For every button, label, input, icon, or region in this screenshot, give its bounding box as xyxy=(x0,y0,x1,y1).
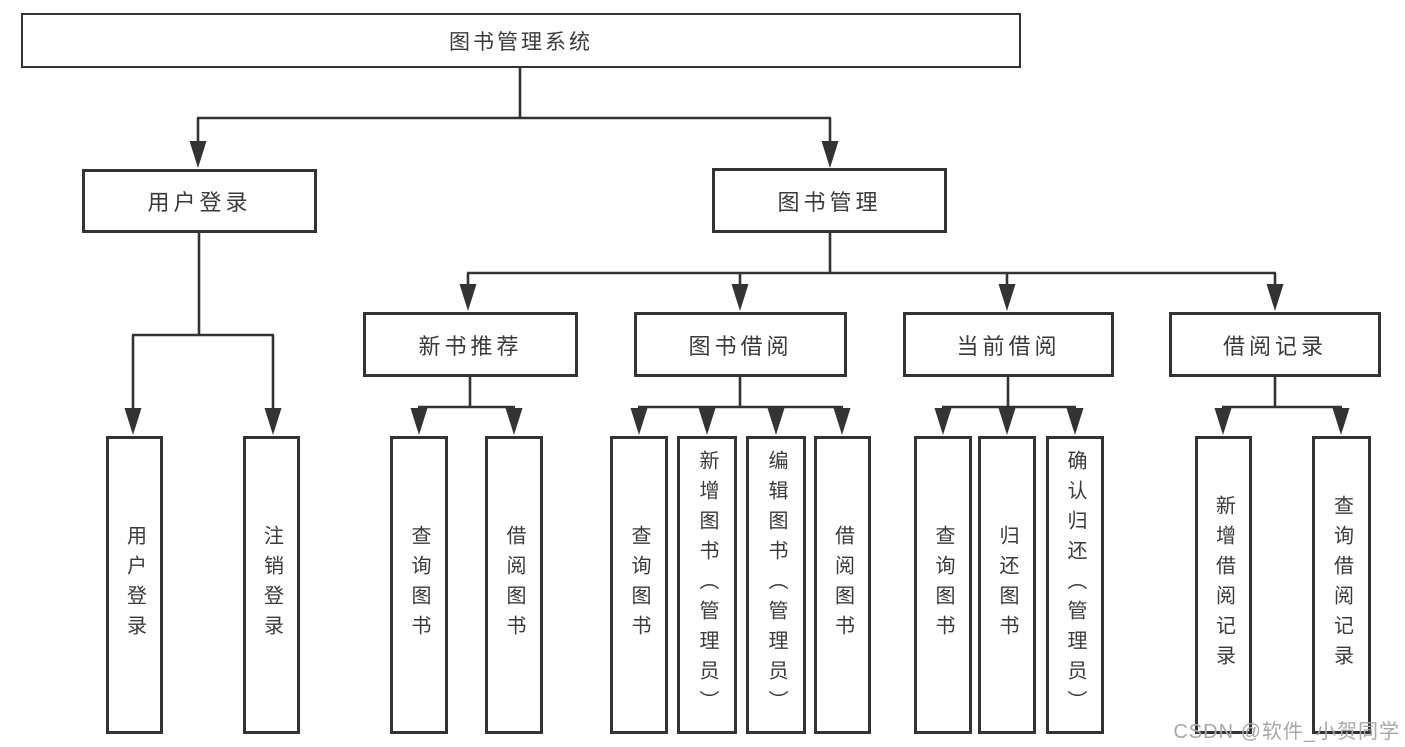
leaf-return-book: 归还图书 xyxy=(978,436,1036,734)
node-current-borrow: 当前借阅 xyxy=(903,312,1114,377)
leaf-edit-book-admin: 编辑图书（管理员） xyxy=(746,436,806,734)
node-library-management-system: 图书管理系统 xyxy=(21,13,1021,68)
leaf-query-books-recommend: 查询图书 xyxy=(390,436,448,734)
watermark: CSDN @软件_小贺同学 xyxy=(1173,721,1400,743)
leaf-query-books-current: 查询图书 xyxy=(914,436,972,734)
node-borrow-records: 借阅记录 xyxy=(1169,312,1381,377)
leaf-confirm-return-admin: 确认归还（管理员） xyxy=(1046,436,1104,734)
node-new-book-recommend: 新书推荐 xyxy=(363,312,578,377)
leaf-user-login: 用户登录 xyxy=(106,436,163,734)
node-book-management: 图书管理 xyxy=(712,168,947,233)
leaf-logout: 注销登录 xyxy=(243,436,300,734)
leaf-borrow-books: 借阅图书 xyxy=(814,436,871,734)
node-user-login: 用户登录 xyxy=(82,169,317,233)
leaf-add-book-admin: 新增图书（管理员） xyxy=(677,436,737,734)
leaf-borrow-books-recommend: 借阅图书 xyxy=(485,436,543,734)
leaf-query-borrow-record: 查询借阅记录 xyxy=(1312,436,1371,734)
node-book-borrow: 图书借阅 xyxy=(634,312,847,377)
leaf-query-books-borrow: 查询图书 xyxy=(610,436,668,734)
leaf-add-borrow-record: 新增借阅记录 xyxy=(1195,436,1252,734)
